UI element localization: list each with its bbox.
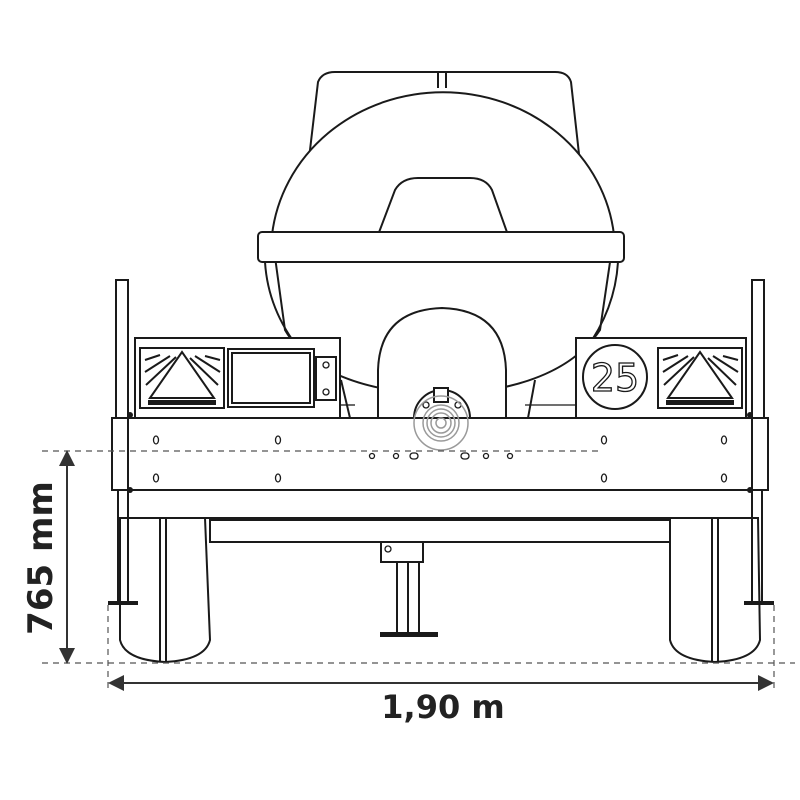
- height-dimension: 765 mm: [21, 450, 795, 664]
- tank: [257, 71, 625, 397]
- post-feet: [108, 490, 774, 605]
- hub: [413, 387, 471, 451]
- svg-text:25: 25: [591, 356, 639, 400]
- left-light-box: [134, 337, 341, 419]
- reflector-icon: [662, 350, 739, 405]
- speed-plate: 25: [582, 344, 648, 410]
- axle: [209, 519, 671, 543]
- bolt-holes: [152, 435, 728, 483]
- center-arch: [340, 306, 575, 419]
- width-label: 1,90 m: [381, 688, 504, 726]
- reflector-icon: [144, 350, 221, 405]
- width-dimension: 1,90 m: [107, 605, 775, 726]
- right-light-box: 25: [575, 337, 747, 419]
- wheels: [119, 517, 762, 664]
- height-label: 765 mm: [21, 481, 61, 635]
- jack-stand: [380, 541, 438, 637]
